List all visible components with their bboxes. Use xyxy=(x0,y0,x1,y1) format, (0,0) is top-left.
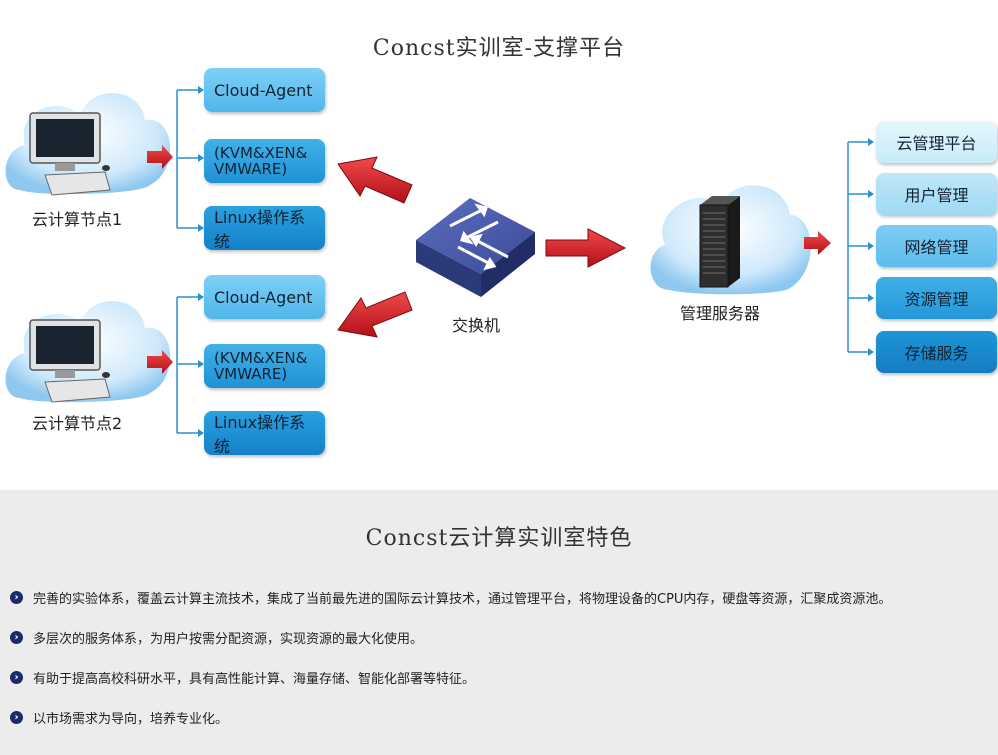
switch-icon xyxy=(416,198,535,297)
connector-group-1 xyxy=(176,89,198,229)
arrow-icon xyxy=(337,156,413,204)
chevron-bullet-icon: › xyxy=(10,711,23,724)
feature-text: 以市场需求为导向，培养专业化。 xyxy=(33,712,229,727)
chevron-bullet-icon: › xyxy=(10,631,23,644)
node2-cloud-agent-box: Cloud-Agent xyxy=(204,275,325,319)
features-section: Concst云计算实训室特色 › 完善的实验体系，覆盖云计算主流技术，集成了当前… xyxy=(0,490,998,755)
diagram-section: Concst实训室-支撑平台 xyxy=(5,36,997,456)
diagram-graphics xyxy=(5,86,874,437)
computer-icon xyxy=(29,112,111,196)
function-network-management: 网络管理 xyxy=(876,225,997,267)
arrow-icon xyxy=(147,350,173,374)
node2-linux-box: Linux操作系统 xyxy=(204,411,325,456)
function-cloud-platform: 云管理平台 xyxy=(876,121,997,163)
function-resource-management: 资源管理 xyxy=(876,277,997,319)
server-label: 管理服务器 xyxy=(680,304,761,323)
node1-cloud-agent-box: Cloud-Agent xyxy=(204,68,325,112)
chevron-bullet-icon: › xyxy=(10,591,23,604)
node1-hypervisor-box: (KVM&XEN& VMWARE) xyxy=(204,139,325,183)
arrow-icon xyxy=(147,145,173,169)
arrow-icon xyxy=(804,231,831,255)
feature-item: › 多层次的服务体系，为用户按需分配资源，实现资源的最大化使用。 xyxy=(10,628,423,647)
node-label-2: 云计算节点2 xyxy=(32,414,123,433)
feature-text: 多层次的服务体系，为用户按需分配资源，实现资源的最大化使用。 xyxy=(33,632,424,647)
node1-linux-box: Linux操作系统 xyxy=(204,206,325,251)
function-user-management: 用户管理 xyxy=(876,173,997,215)
diagram-title: Concst实训室-支撑平台 xyxy=(372,36,626,61)
server-icon xyxy=(699,196,740,288)
chevron-bullet-icon: › xyxy=(10,671,23,684)
feature-text: 完善的实验体系，覆盖云计算主流技术，集成了当前最先进的国际云计算技术，通过管理平… xyxy=(33,592,892,607)
node2-hypervisor-box: (KVM&XEN& VMWARE) xyxy=(204,344,325,388)
arrow-icon xyxy=(337,291,413,338)
arrow-icon xyxy=(545,228,627,268)
feature-text: 有助于提高高校科研水平，具有高性能计算、海量存储、智能化部署等特征。 xyxy=(33,672,476,687)
feature-item: › 有助于提高高校科研水平，具有高性能计算、海量存储、智能化部署等特征。 xyxy=(10,668,475,687)
computer-icon xyxy=(29,319,111,403)
features-title: Concst云计算实训室特色 xyxy=(365,526,633,551)
connector-group-2 xyxy=(176,296,198,434)
node-label-1: 云计算节点1 xyxy=(32,210,123,229)
switch-label: 交换机 xyxy=(452,316,501,335)
feature-item: › 以市场需求为导向，培养专业化。 xyxy=(10,708,228,727)
feature-item: › 完善的实验体系，覆盖云计算主流技术，集成了当前最先进的国际云计算技术，通过管… xyxy=(10,588,891,607)
connector-group-3 xyxy=(847,141,868,353)
function-storage-service: 存储服务 xyxy=(876,331,997,373)
